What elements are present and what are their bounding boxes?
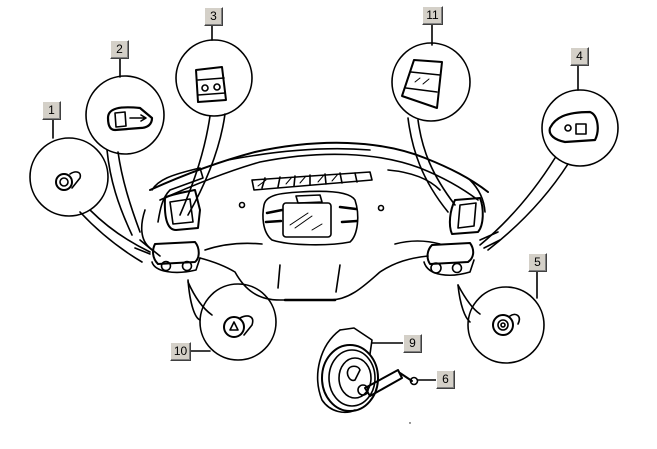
switch-3-icon (195, 66, 227, 103)
callout-label-5[interactable]: 5 (528, 253, 547, 272)
detail-callout-10 (187, 279, 277, 361)
switch-4-icon (548, 110, 599, 144)
callout-label-9[interactable]: 9 (403, 334, 422, 353)
detail-callout-1 (29, 119, 151, 263)
mount-hole (181, 260, 193, 272)
ignition-switch-icon (492, 313, 521, 336)
detail-callout-5 (457, 271, 545, 364)
callout-label-10[interactable]: 10 (170, 342, 191, 361)
detail-callout-3 (175, 24, 253, 216)
detail-callout-11 (391, 24, 471, 213)
handlebar-cover (134, 141, 501, 302)
left-switch-housing (134, 167, 204, 274)
callout-label-4[interactable]: 4 (570, 47, 589, 66)
switch-1-icon (55, 171, 82, 191)
mount-hole (160, 260, 172, 272)
detail-callout-4 (479, 65, 619, 251)
screw (399, 372, 437, 386)
horn (316, 327, 404, 414)
right-switch-housing (387, 169, 501, 276)
callout-label-3[interactable]: 3 (204, 7, 223, 26)
callout-label-6[interactable]: 6 (436, 370, 455, 389)
callout-label-2[interactable]: 2 (110, 40, 129, 59)
callout-label-1[interactable]: 1 (42, 101, 61, 120)
callout-label-11[interactable]: 11 (422, 6, 443, 25)
switch-10-icon (223, 315, 254, 338)
mount-hole (451, 262, 463, 274)
detail-callout-2 (85, 56, 165, 236)
switch-11-icon (401, 59, 443, 109)
instrument-cluster (238, 171, 385, 246)
switch-2-icon (106, 106, 154, 132)
